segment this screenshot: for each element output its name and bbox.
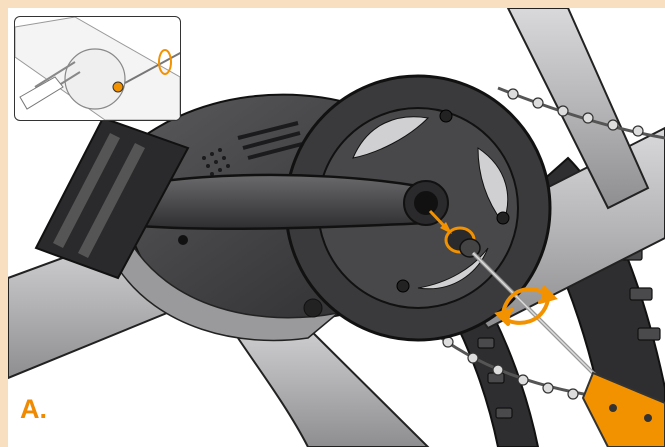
rotate-arrows — [494, 286, 558, 326]
illustration-canvas: A. — [8, 8, 665, 447]
inset-illustration — [15, 17, 180, 120]
chain — [427, 86, 665, 400]
step-label: A. — [20, 394, 47, 424]
direction-arrow — [428, 209, 452, 234]
hex-key-tool — [471, 251, 665, 447]
crank-removal-illustration — [8, 8, 665, 447]
pedal — [34, 116, 190, 280]
crank-bolt — [444, 226, 481, 258]
detail-inset — [14, 16, 181, 121]
